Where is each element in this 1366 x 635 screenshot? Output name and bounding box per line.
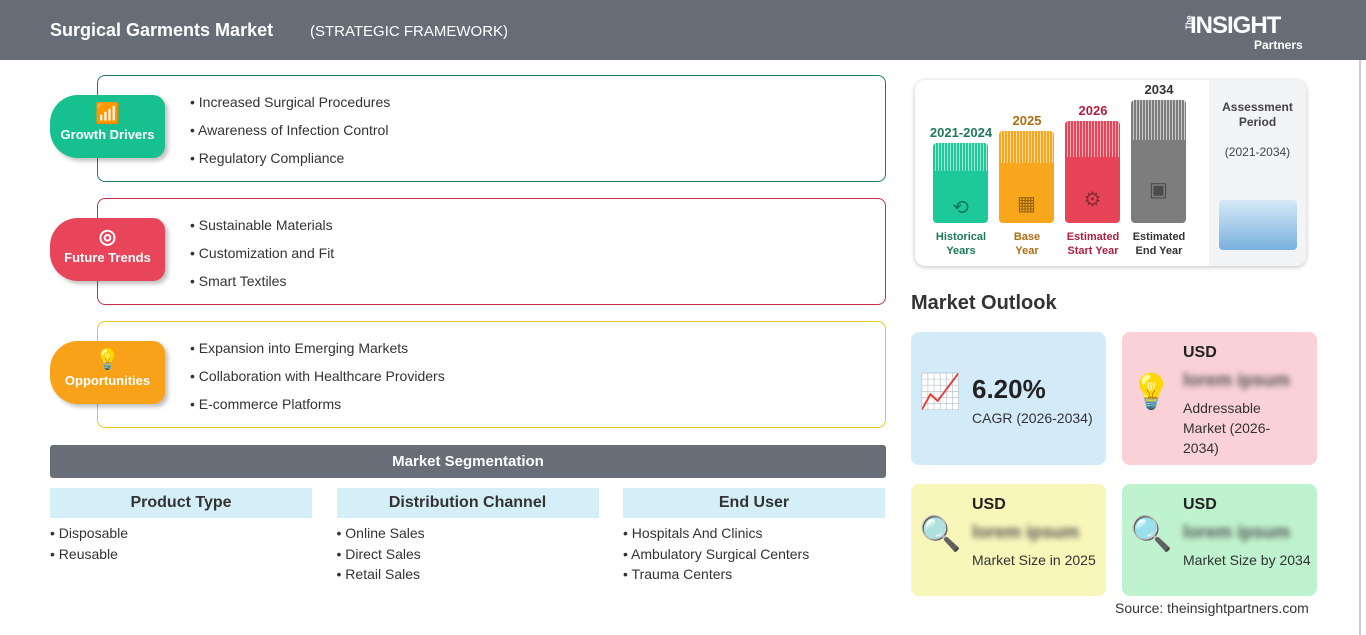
segment-item: Retail Sales [337, 566, 599, 587]
header-bar: Surgical Garments Market (STRATEGIC FRAM… [0, 0, 1366, 60]
frame-border [1359, 60, 1361, 635]
period-bar: ⟲ [933, 143, 988, 223]
segment-item: Reusable [50, 546, 312, 567]
usd-label: USD [1183, 496, 1217, 513]
cagr-value: 6.20% [972, 374, 1046, 404]
segment-column: Product TypeDisposableReusable [50, 488, 312, 566]
blurred-value: lorem ipsum [972, 522, 1080, 542]
card-description: Market Size by 2034 [1183, 552, 1311, 568]
framework-item: Smart Textiles [190, 273, 334, 301]
segment-item: Hospitals And Clinics [623, 525, 885, 546]
lightbulb-hand-icon: 💡 [95, 349, 120, 371]
logo-sub: Partners [1254, 38, 1303, 52]
logo-the: The [1184, 15, 1194, 30]
framework-badge-1: ◎ Future Trends [50, 218, 165, 281]
segment-item: Disposable [50, 525, 312, 546]
insight-partners-logo: The INSIGHT Partners [1185, 12, 1303, 52]
dollar-bulb-icon: 💡 [1130, 373, 1173, 411]
monitor-gear-icon: ⚙ [1083, 189, 1102, 212]
page-title: Surgical Garments Market [50, 20, 274, 40]
period-bar: ▦ [999, 131, 1054, 223]
chart-up-icon: 📶 [95, 103, 120, 125]
segmentation-title: Market Segmentation [50, 445, 886, 478]
period-label-1: Estimated [1132, 231, 1186, 243]
framework-box-0: Increased Surgical ProceduresAwareness o… [97, 75, 886, 182]
magnifier-chart-icon: 🔍 [919, 515, 962, 553]
assessment-range: (2021-2034) [1224, 145, 1291, 159]
badge-label: Opportunities [64, 373, 151, 388]
segment-header: Product Type [50, 488, 312, 518]
period-bar: ⚙ [1065, 121, 1120, 223]
segment-item: Online Sales [337, 525, 599, 546]
segment-item: Ambulatory Surgical Centers [623, 546, 885, 567]
card-description: Market Size in 2025 [972, 552, 1096, 568]
presentation-icon: ▣ [1149, 178, 1168, 201]
cagr-label: CAGR (2026-2034) [972, 410, 1093, 426]
period-label-2: Start Year [1067, 245, 1119, 257]
segment-header: Distribution Channel [336, 488, 599, 518]
framework-item: Sustainable Materials [190, 217, 334, 245]
period-label-1: Historical [935, 231, 987, 243]
framework-box-2: Expansion into Emerging MarketsCollabora… [97, 321, 886, 428]
outlook-card-2: USD lorem ipsum 🔍 Market Size by 2034 [1122, 484, 1317, 596]
blurred-value: lorem ipsum [1183, 522, 1291, 542]
period-label-2: Years [946, 245, 976, 257]
period-year: 2026 [1078, 103, 1108, 118]
period-label-1: Estimated [1066, 231, 1120, 243]
badge-label: Future Trends [64, 250, 151, 265]
page-subtitle: (STRATEGIC FRAMEWORK) [310, 23, 509, 40]
analytics-illustration-icon [1219, 200, 1297, 250]
period-bar: ▣ [1131, 100, 1186, 223]
usd-label: USD [972, 496, 1006, 513]
framework-badge-0: 📶 Growth Drivers [50, 95, 165, 158]
outlook-card-0: USD lorem ipsum 💡 Addressable Market (20… [1122, 332, 1317, 465]
blurred-value: lorem ipsum [1183, 370, 1291, 390]
period-label-2: Year [1015, 245, 1039, 257]
card-description: Addressable Market (2026-2034) [1183, 400, 1271, 456]
assessment-side: Assessment Period (2021-2034) [1209, 80, 1306, 266]
segment-column: Distribution ChannelOnline SalesDirect S… [336, 488, 599, 587]
badge-label: Growth Drivers [60, 127, 155, 142]
framework-item: Regulatory Compliance [190, 150, 390, 178]
magnifier-chart-icon: 🔍 [1130, 515, 1173, 553]
framework-item: Increased Surgical Procedures [190, 94, 390, 122]
framework-badge-2: 💡 Opportunities [50, 341, 165, 404]
framework-item: Collaboration with Healthcare Providers [190, 368, 445, 396]
framework-item: Expansion into Emerging Markets [190, 340, 445, 368]
usd-label: USD [1183, 344, 1217, 361]
segment-item: Direct Sales [337, 546, 599, 567]
logo-main: INSIGHT [1190, 12, 1281, 39]
segment-header: End User [623, 488, 885, 518]
framework-box-1: Sustainable MaterialsCustomization and F… [97, 198, 886, 305]
segment-item: Trauma Centers [623, 566, 885, 587]
framework-item: Awareness of Infection Control [190, 122, 390, 150]
outlook-card-1: USD lorem ipsum 🔍 Market Size in 2025 [911, 484, 1106, 596]
source-text: Source: theinsightpartners.com [1115, 600, 1309, 616]
framework-item: Customization and Fit [190, 245, 334, 273]
history-icon: ⟲ [952, 197, 969, 219]
assessment-title: Assessment Period [1222, 100, 1293, 129]
period-label-1: Base [1013, 231, 1041, 243]
market-outlook-title: Market Outlook [911, 292, 1057, 314]
cagr-card: 📈 6.20% CAGR (2026-2034) [911, 332, 1106, 465]
period-year: 2021-2024 [929, 125, 993, 140]
calendar-icon: ▦ [1017, 192, 1036, 215]
segment-column: End UserHospitals And ClinicsAmbulatory … [623, 488, 885, 587]
framework-item: E-commerce Platforms [190, 396, 445, 424]
target-icon: ◎ [98, 226, 117, 248]
period-year: 2034 [1144, 82, 1174, 97]
period-label-2: End Year [1135, 245, 1183, 257]
growth-chart-icon: 📈 [919, 373, 962, 411]
assessment-period-card: Assessment Period (2021-2034) 2021-2024 ⟲… [915, 80, 1306, 266]
period-year: 2025 [1012, 113, 1042, 128]
